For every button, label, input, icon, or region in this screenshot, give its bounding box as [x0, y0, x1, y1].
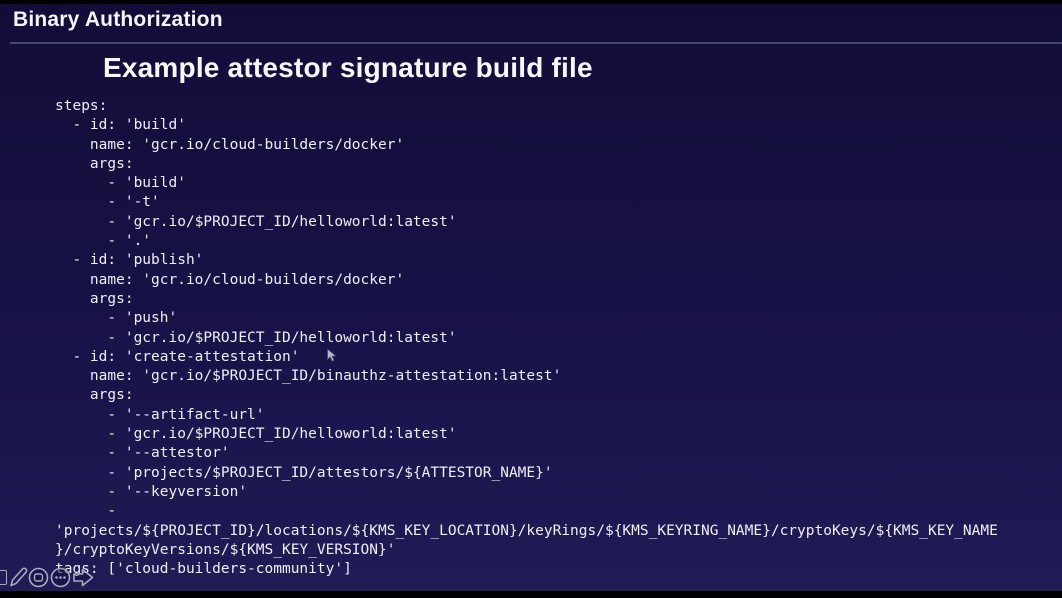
square-icon[interactable] [0, 570, 7, 585]
annotation-toolbar [0, 566, 110, 590]
slide-title: Example attestor signature build file [103, 52, 593, 83]
ellipsis-icon[interactable] [50, 567, 71, 593]
slide: Binary Authorization Example attestor si… [0, 4, 1062, 591]
deck-title: Binary Authorization [13, 8, 223, 31]
code-block: steps: - id: 'build' name: 'gcr.io/cloud… [55, 98, 998, 578]
letterbox-top [0, 0, 1062, 4]
pencil-icon[interactable] [8, 566, 30, 593]
letterbox-bottom [0, 591, 1062, 598]
record-icon[interactable] [28, 567, 49, 593]
header-divider [10, 42, 1062, 44]
arrow-right-icon[interactable] [72, 567, 95, 593]
mouse-cursor-icon [326, 348, 338, 364]
